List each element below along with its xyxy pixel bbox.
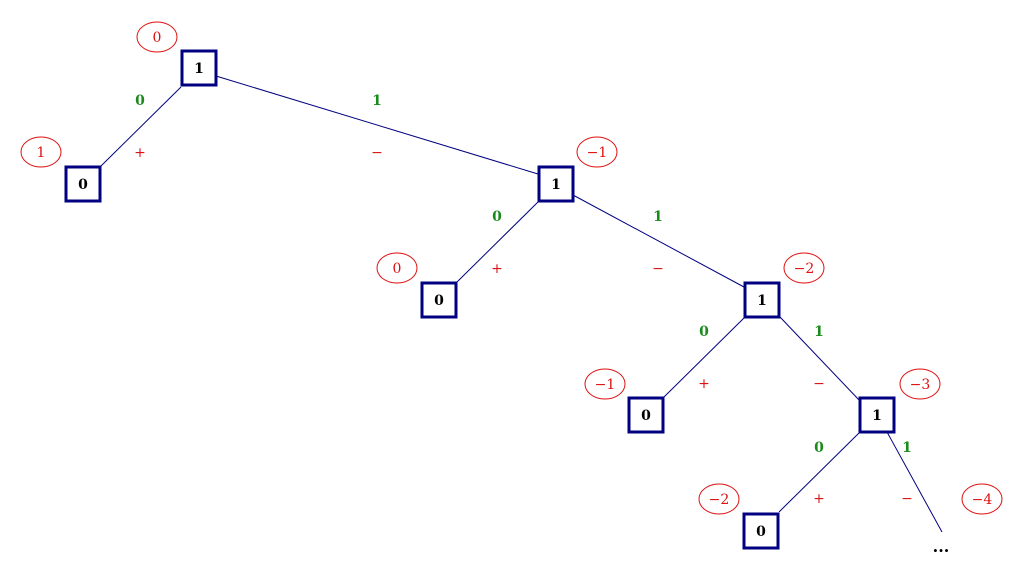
node-5-value: 0 [641,408,651,424]
node-7-value: 0 [756,524,766,540]
edge-bit-7: 1 [902,440,912,456]
edge-bit-6: 0 [814,440,824,456]
node-tag-6-text: −3 [910,377,931,393]
edge-6 [778,431,861,513]
node-2: 1 [537,165,575,203]
edge-sign-labels: + − + − + − + − [134,145,913,507]
edge-sign-3: − [652,261,664,277]
node-5: 0 [627,396,665,434]
node-tags: 0 1 −1 0 −2 −1 −3 −2 [20,21,1003,515]
node-3-value: 0 [434,293,444,309]
edge-3 [572,194,745,288]
node-tag-0: 0 [136,21,178,53]
node-tag-7: −2 [698,483,740,515]
node-4-value: 1 [757,293,767,309]
node-6-value: 1 [872,408,882,424]
edge-5 [779,316,861,402]
edge-bit-5: 1 [814,324,824,340]
node-tag-1-text: 1 [37,145,46,161]
node-tag-5-text: −1 [595,377,616,393]
nodes: 1 0 1 0 1 0 1 0 [64,49,896,550]
edge-bit-3: 1 [653,209,663,225]
edge-sign-6: + [813,491,825,507]
edge-sign-5: − [813,376,825,392]
continuation-ellipsis: ... [933,537,950,556]
edge-2 [456,200,540,283]
node-tag-2: −1 [576,136,618,168]
edge-7 [886,431,943,533]
node-tag-6: −3 [899,368,941,400]
node-3: 0 [420,281,458,319]
node-tag-4-text: −2 [794,261,815,277]
edge-bit-labels: 0 1 0 1 0 1 0 1 [135,93,912,456]
edge-sign-0: + [134,145,146,161]
edges [100,75,943,533]
edge-sign-1: − [371,145,383,161]
tail-tag: −4 [961,483,1003,515]
node-6: 1 [858,396,896,434]
node-tag-2-text: −1 [587,145,608,161]
node-0-value: 1 [194,61,204,77]
node-1: 0 [64,165,102,203]
edge-bit-4: 0 [699,324,709,340]
edge-bit-2: 0 [492,209,502,225]
node-tag-1: 1 [20,136,62,168]
edge-sign-7: − [901,491,913,507]
node-7: 0 [742,512,780,550]
node-0: 1 [180,49,218,87]
node-4: 1 [743,281,781,319]
edge-sign-4: + [698,376,710,392]
node-tag-0-text: 0 [153,30,162,46]
edge-sign-2: + [491,261,503,277]
node-1-value: 0 [78,177,88,193]
node-tag-4: −2 [783,252,825,284]
node-tag-5: −1 [584,368,626,400]
edge-bit-0: 0 [135,93,145,109]
edge-0 [100,86,182,167]
edge-1 [215,75,539,175]
tail-tag-text: −4 [972,492,993,508]
edge-bit-1: 1 [372,93,382,109]
node-2-value: 1 [551,177,561,193]
node-tag-7-text: −2 [709,492,730,508]
node-tag-3-text: 0 [393,261,402,277]
node-tag-3: 0 [376,252,418,284]
edge-4 [663,316,746,398]
